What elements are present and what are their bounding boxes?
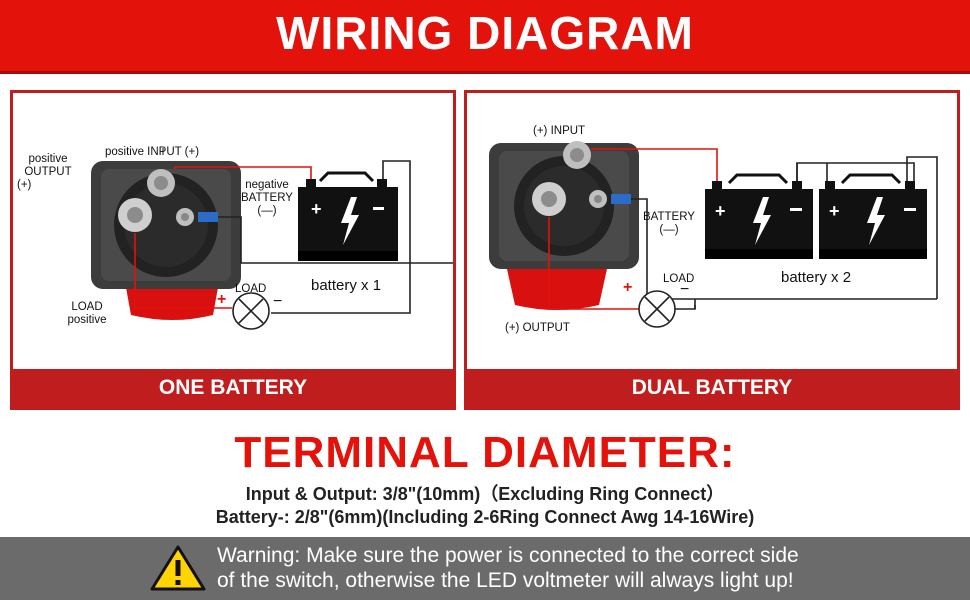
dual-battery-panel: + + (+) INPUT (+) OUTPUT BATTERY (—) LOA… xyxy=(464,90,960,410)
battery-caption: battery x 1 xyxy=(311,277,382,294)
load-label: LOAD xyxy=(663,273,695,285)
battery-caption: battery x 2 xyxy=(781,269,852,286)
negative-terminal xyxy=(176,208,194,226)
blue-ring-connector xyxy=(611,194,631,204)
one-battery-panel: + positive OUTPUT (+) positive INPUT (+)… xyxy=(10,90,456,410)
lightning-bolt-icon xyxy=(753,197,771,245)
lightning-bolt-icon xyxy=(867,197,885,245)
minus-sign: − xyxy=(273,293,283,310)
input-terminal xyxy=(563,141,591,169)
dual-battery-diagram: + + xyxy=(489,141,938,328)
one-battery-footer: ONE BATTERY xyxy=(13,369,453,407)
output-terminal xyxy=(118,198,152,232)
battery-icon: + xyxy=(298,171,398,261)
battery-negative-label: BATTERY (—) xyxy=(643,211,695,236)
battery-2-icon: + xyxy=(819,173,927,259)
input-red-wire xyxy=(174,166,312,181)
output-label: (+) OUTPUT xyxy=(505,322,570,334)
plus-sign: + xyxy=(217,291,227,308)
output-red-wire xyxy=(548,217,639,310)
negative-terminal xyxy=(589,190,607,208)
input-label: (+) INPUT xyxy=(533,125,586,137)
load-label: LOAD xyxy=(235,283,267,295)
output-red-wire xyxy=(134,233,232,309)
load-positive-label: LOAD positive xyxy=(67,301,107,326)
header-banner: WIRING DIAGRAM xyxy=(0,0,970,74)
battery-negative-spec: Battery-: 2/8"(6mm)(Including 2-6Ring Co… xyxy=(215,507,755,527)
warning-triangle-icon xyxy=(150,545,206,591)
plus-sign: + xyxy=(623,279,633,296)
page-title: WIRING DIAGRAM xyxy=(276,7,694,59)
output-terminal xyxy=(532,182,566,216)
load-lamp-icon xyxy=(232,292,270,330)
minus-sign: − xyxy=(680,281,690,298)
warning-bar: Warning: Make sure the power is connecte… xyxy=(0,537,970,600)
lightning-bolt-icon xyxy=(341,197,359,245)
load-lamp-icon xyxy=(638,290,676,328)
svg-text:+: + xyxy=(311,199,322,219)
switch-red-base xyxy=(507,269,607,310)
svg-text:+: + xyxy=(715,201,726,221)
negative-dark-wire xyxy=(218,216,453,264)
svg-text:+: + xyxy=(829,201,840,221)
warning-line-2: of the switch, otherwise the LED voltmet… xyxy=(217,569,794,592)
battery-1-icon: + xyxy=(705,173,813,259)
positive-output-label: positive OUTPUT (+) xyxy=(17,153,72,191)
battery-negative-wire xyxy=(271,160,411,314)
blue-ring-connector xyxy=(198,212,218,222)
positive-input-label: positive INPUT (+) xyxy=(105,146,200,158)
terminal-diameter-title: TERMINAL DIAMETER: xyxy=(234,428,736,477)
input-output-spec: Input & Output: 3/8"(10mm)（Excluding Rin… xyxy=(245,484,725,504)
negative-dark-wire xyxy=(631,198,937,300)
warning-line-1: Warning: Make sure the power is connecte… xyxy=(217,544,799,567)
input-red-wire xyxy=(591,148,718,183)
battery-negative-wire xyxy=(906,156,938,299)
warning-text: Warning: Make sure the power is connecte… xyxy=(217,543,799,593)
input-terminal xyxy=(147,169,175,197)
negative-battery-label: negative BATTERY (—) xyxy=(241,179,293,217)
one-battery-diagram: + xyxy=(91,148,453,330)
dual-battery-footer: DUAL BATTERY xyxy=(467,369,957,407)
